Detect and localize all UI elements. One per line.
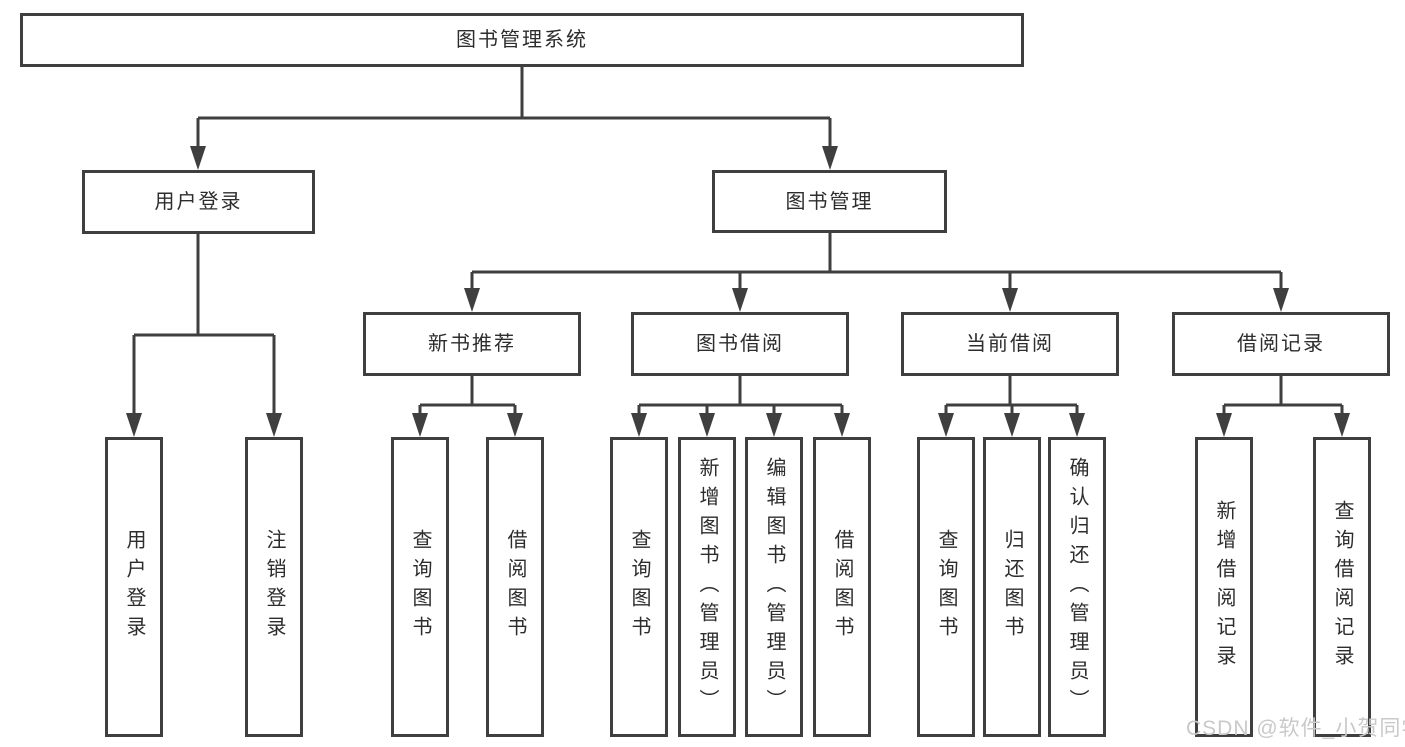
node-label: 当前借阅 [966, 333, 1054, 355]
node-user-login: 用户登录 [82, 170, 315, 234]
node-label: 图书借阅 [696, 333, 784, 355]
leaf-label: 借阅图书 [831, 529, 853, 645]
leaf-label: 用户登录 [123, 529, 145, 645]
leaf-query-books-borrowing: 查询图书 [610, 437, 668, 737]
leaf-borrow-books-borrowing: 借阅图书 [813, 437, 871, 737]
leaf-add-borrow-record: 新增借阅记录 [1195, 437, 1253, 737]
node-borrowing-records: 借阅记录 [1172, 312, 1390, 376]
node-label: 图书管理系统 [456, 29, 588, 51]
leaf-user-login: 用户登录 [105, 437, 163, 737]
leaf-label: 查询借阅记录 [1331, 500, 1353, 674]
node-label: 借阅记录 [1237, 333, 1325, 355]
leaf-confirm-return-admin: 确认归还（管理员） [1048, 437, 1106, 737]
leaf-label: 确认归还（管理员） [1066, 456, 1088, 718]
leaf-label: 归还图书 [1001, 529, 1023, 645]
leaf-label: 注销登录 [263, 529, 285, 645]
node-book-borrowing: 图书借阅 [631, 312, 849, 376]
leaf-label: 新增借阅记录 [1213, 500, 1235, 674]
leaf-query-borrow-record: 查询借阅记录 [1313, 437, 1371, 737]
leaf-logout: 注销登录 [245, 437, 303, 737]
connector-paths [132, 67, 1344, 414]
node-current-borrowing: 当前借阅 [901, 312, 1119, 376]
leaf-query-books-recommend: 查询图书 [391, 437, 449, 737]
node-new-book-recommendation: 新书推荐 [363, 312, 581, 376]
node-label: 图书管理 [785, 190, 874, 213]
leaf-query-books-current: 查询图书 [917, 437, 975, 737]
leaf-label: 借阅图书 [504, 529, 526, 645]
leaf-add-book-admin: 新增图书（管理员） [678, 437, 736, 737]
node-label: 新书推荐 [428, 333, 516, 355]
leaf-label: 编辑图书（管理员） [763, 456, 785, 718]
arrowhead-icons [126, 146, 1350, 437]
leaf-borrow-books-recommend: 借阅图书 [486, 437, 544, 737]
node-book-management: 图书管理 [712, 170, 947, 233]
leaf-label: 新增图书（管理员） [696, 456, 718, 718]
leaf-edit-book-admin: 编辑图书（管理员） [745, 437, 803, 737]
leaf-label: 查询图书 [409, 529, 431, 645]
csdn-watermark: CSDN @软件_小贺同学 [1186, 717, 1405, 740]
leaf-return-books: 归还图书 [983, 437, 1041, 737]
node-library-management-system: 图书管理系统 [20, 13, 1024, 67]
leaf-label: 查询图书 [935, 529, 957, 645]
node-label: 用户登录 [154, 191, 243, 213]
leaf-label: 查询图书 [628, 529, 650, 645]
